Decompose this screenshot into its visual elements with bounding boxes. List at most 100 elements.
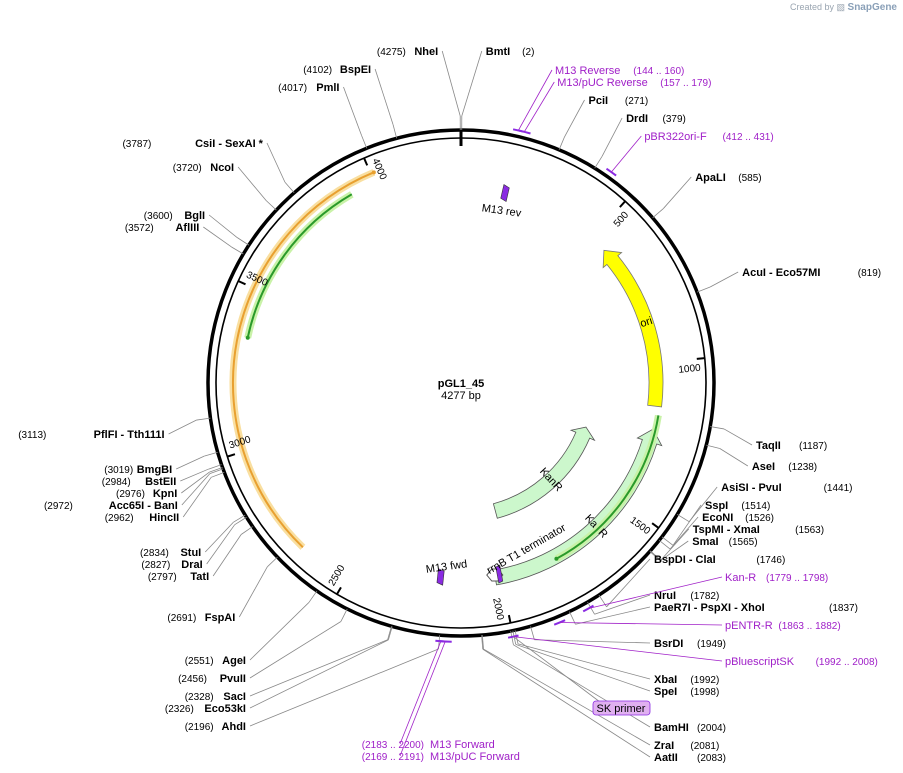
site-name: BstEII <box>145 476 176 488</box>
site-spei[interactable]: SpeI(1998) <box>512 630 719 698</box>
primer-bar <box>517 129 531 135</box>
site-aatii[interactable]: AatII(2083) <box>481 635 726 764</box>
site-bmgbi[interactable]: BmgBI (3019) <box>104 451 218 476</box>
site-bsteii[interactable]: BstEII(2984) <box>102 464 222 488</box>
feature-m13-fwd-arrow[interactable] <box>436 568 445 586</box>
primer-bar <box>582 604 595 613</box>
site-taqii[interactable]: TaqII(1187) <box>710 426 827 452</box>
site-pcii[interactable]: PciI(271) <box>558 95 648 150</box>
site-acui[interactable]: AcuI - Eco57MI(819) <box>696 267 881 293</box>
site-position: (1514) <box>741 501 770 512</box>
site-tspmi[interactable]: TspMI - XmaI(1563) <box>650 524 824 561</box>
site-position: (3113) <box>18 430 46 441</box>
snapgene-logo-icon: ▧ <box>836 2 846 12</box>
site-drdi[interactable]: DrdI(379) <box>594 113 686 169</box>
site-apali[interactable]: ApaLI(585) <box>652 172 762 219</box>
primer-m13-forward[interactable]: M13 Forward(2183 .. 2200) <box>362 639 495 751</box>
primer-pbluescriptsk[interactable]: pBluescriptSK (1992 .. 2008) <box>507 634 878 669</box>
site-leader <box>649 551 661 562</box>
site-leader <box>238 566 268 618</box>
primer-pentr-r[interactable]: pENTR-R(1863 .. 1882) <box>553 619 841 632</box>
site-leader <box>343 86 362 136</box>
site-zrai[interactable]: ZraI(2081) <box>481 635 719 752</box>
site-leader <box>482 648 651 758</box>
site-name: BglI <box>184 210 205 222</box>
primer-m13-puc-reverse[interactable]: M13/pUC Reverse(157 .. 179) <box>517 77 711 135</box>
primer-name: pBluescriptSK <box>725 656 795 668</box>
site-bspdi[interactable]: BspDI - ClaI(1746) <box>598 554 785 608</box>
site-leader <box>530 626 535 640</box>
site-leader <box>211 471 225 478</box>
site-bsrdi[interactable]: BsrDI(1949) <box>530 626 726 650</box>
feature-m13-fwd-label: M13 fwd <box>425 558 468 576</box>
primer-range: (157 .. 179) <box>660 78 711 89</box>
site-afliii[interactable]: AflIII(3572) <box>125 222 244 255</box>
feature-m13-rev-arrow[interactable] <box>500 184 510 202</box>
site-leader <box>606 558 651 608</box>
sk-primer-badge[interactable]: SK primer <box>513 636 651 716</box>
orange-orf-arc[interactable] <box>232 171 375 549</box>
site-nhei[interactable]: NheI(4275) <box>377 46 461 131</box>
sk-primer-leader <box>513 636 601 703</box>
site-name: AgeI <box>222 655 246 667</box>
site-paer7i[interactable]: PaeR7I - PspXI - XhoI(1837) <box>569 602 858 625</box>
site-asei[interactable]: AseI(1238) <box>706 444 817 473</box>
primer-leader <box>611 135 642 173</box>
site-econi[interactable]: EcoNI(1526) <box>658 512 774 550</box>
site-pflfi[interactable]: PflFI - Tth111I(3113) <box>18 417 211 441</box>
site-acc65i[interactable]: Acc65I - BanI(2972) <box>44 468 224 512</box>
site-agei[interactable]: AgeI (2551) <box>185 590 318 667</box>
site-hincii[interactable]: HincII(2962) <box>105 471 225 524</box>
site-stui[interactable]: StuI(2834) <box>140 514 246 559</box>
site-name: FspAI <box>205 612 236 624</box>
tick-label: 1500 <box>628 515 653 537</box>
primer-m13-puc-forward[interactable]: M13/pUC Forward(2169 .. 2191) <box>362 640 520 763</box>
green-orf-arrowhead <box>245 335 250 340</box>
site-name: BmgBI <box>137 464 172 476</box>
site-position: (3019) <box>104 465 133 476</box>
site-saci[interactable]: SacI(2328) <box>185 626 392 703</box>
site-leader <box>392 124 398 139</box>
site-kpni[interactable]: KpnI(2976) <box>116 467 223 500</box>
site-leader <box>236 237 250 246</box>
site-smai[interactable]: SmaI(1565) <box>649 536 758 562</box>
site-leader <box>594 156 603 169</box>
primer-pbr322ori-f[interactable]: pBR322ori-F(412 .. 431) <box>605 131 774 177</box>
site-tati[interactable]: TatI(2797) <box>148 526 253 583</box>
site-eco53ki[interactable]: Eco53kI(2326) <box>165 626 393 715</box>
site-nrui[interactable]: NruI(1782) <box>587 590 720 615</box>
site-position: (585) <box>738 173 761 184</box>
primer-m13-reverse[interactable]: M13 Reverse(144 .. 160) <box>512 65 684 133</box>
site-pmli[interactable]: PmlI(4017) <box>278 82 368 149</box>
green-orf-arc[interactable] <box>246 193 353 339</box>
primer-name: M13 Forward <box>430 739 495 751</box>
site-ncoi[interactable]: NcoI(3720) <box>173 162 277 211</box>
primer-range: (1992 .. 2008) <box>816 657 878 668</box>
site-name: TaqII <box>756 440 781 452</box>
site-csii[interactable]: CsiI - SexAI *(3787) <box>122 138 295 194</box>
site-position: (1998) <box>690 687 719 698</box>
site-fspai[interactable]: FspAI(2691) <box>167 556 278 624</box>
site-bgli[interactable]: BglI(3600) <box>144 210 250 246</box>
feature-ori-arrow[interactable] <box>602 249 664 408</box>
feature-kanr-inner-arrow[interactable] <box>492 426 596 519</box>
primer-kan-r[interactable]: Kan-R(1779 .. 1798) <box>582 572 828 613</box>
site-leader <box>180 468 209 482</box>
site-position: (1746) <box>756 555 785 566</box>
site-ahdi[interactable]: AhdI(2196) <box>185 635 441 733</box>
site-leader <box>662 176 692 209</box>
primer-leader <box>518 69 553 131</box>
site-name: AatII <box>654 752 678 764</box>
site-position: (2551) <box>185 656 214 667</box>
site-bspei[interactable]: BspEI(4102) <box>303 64 398 139</box>
site-name: AsiSI - PvuI <box>721 482 782 494</box>
site-drai[interactable]: DraI(2827) <box>141 516 247 571</box>
site-bmti[interactable]: BmtI(2) <box>461 46 535 131</box>
backbone-ring <box>206 128 716 638</box>
green-orf-right-arc[interactable] <box>555 415 660 560</box>
site-xbai[interactable]: XbaI(1992) <box>514 630 719 686</box>
site-leader <box>209 468 224 475</box>
site-pvuii[interactable]: PvuII(2456) <box>178 608 348 685</box>
site-sspi[interactable]: SspI(1514) <box>661 500 770 546</box>
